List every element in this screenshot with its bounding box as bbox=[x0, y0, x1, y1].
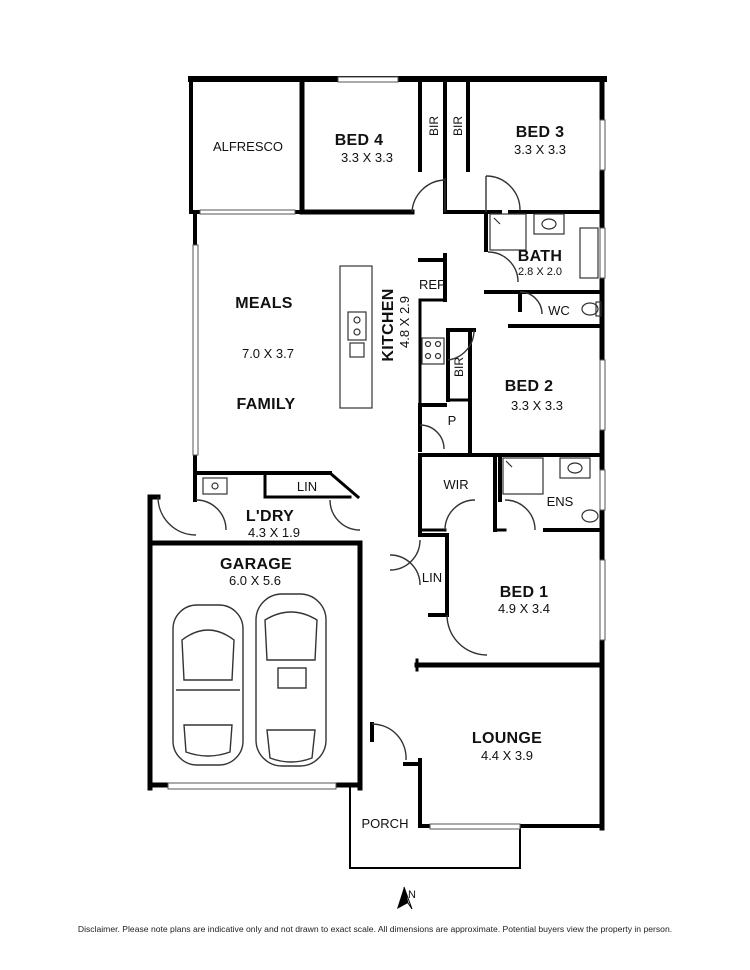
compass-label: N bbox=[408, 889, 416, 901]
room-pantry: P bbox=[448, 413, 457, 428]
cupboard-lin-laundry: LIN bbox=[297, 479, 317, 494]
room-meals-dim: 7.0 X 3.7 bbox=[242, 346, 294, 361]
doors bbox=[157, 175, 543, 761]
room-bed3: BED 3 bbox=[516, 124, 565, 141]
cupboard-bir-bed3: BIR bbox=[451, 116, 465, 136]
room-bed2-dim: 3.3 X 3.3 bbox=[511, 398, 563, 413]
room-wir: WIR bbox=[443, 477, 468, 492]
room-wc: WC bbox=[548, 303, 570, 318]
room-kitchen-dim: 4.8 X 2.9 bbox=[397, 296, 412, 348]
car-left-icon bbox=[172, 604, 244, 766]
room-meals: MEALS bbox=[235, 295, 293, 312]
fixtures bbox=[202, 213, 602, 523]
walls bbox=[147, 76, 607, 869]
room-bed1: BED 1 bbox=[500, 584, 549, 601]
floor-plan: ALFRESCO BED 4 3.3 X 3.3 BED 3 3.3 X 3.3… bbox=[147, 76, 607, 910]
windows bbox=[167, 76, 606, 830]
north-arrow-icon bbox=[397, 886, 413, 910]
disclaimer-text: Disclaimer. Please note plans are indica… bbox=[77, 924, 673, 934]
room-bed4: BED 4 bbox=[335, 132, 384, 149]
room-alfresco: ALFRESCO bbox=[213, 139, 283, 154]
room-labels: ALFRESCO BED 4 3.3 X 3.3 BED 3 3.3 X 3.3… bbox=[213, 116, 574, 901]
room-porch: PORCH bbox=[362, 816, 409, 831]
room-lounge-dim: 4.4 X 3.9 bbox=[481, 748, 533, 763]
cupboard-bir-bed2: BIR bbox=[452, 357, 466, 377]
room-bath-dim: 2.8 X 2.0 bbox=[518, 266, 562, 278]
car-right-icon bbox=[255, 593, 327, 767]
room-family: FAMILY bbox=[237, 396, 296, 413]
room-bath: BATH bbox=[518, 248, 562, 265]
room-bed2: BED 2 bbox=[505, 378, 554, 395]
room-laundry-dim: 4.3 X 1.9 bbox=[248, 525, 300, 540]
room-garage: GARAGE bbox=[220, 556, 292, 573]
room-laundry: L'DRY bbox=[246, 508, 294, 525]
room-bed1-dim: 4.9 X 3.4 bbox=[498, 601, 550, 616]
room-garage-dim: 6.0 X 5.6 bbox=[229, 573, 281, 588]
room-bed4-dim: 3.3 X 3.3 bbox=[341, 150, 393, 165]
room-lounge: LOUNGE bbox=[472, 730, 542, 747]
room-kitchen: KITCHEN bbox=[380, 288, 397, 361]
room-bed3-dim: 3.3 X 3.3 bbox=[514, 142, 566, 157]
cupboard-bir-bed4: BIR bbox=[427, 116, 441, 136]
room-ref: REF bbox=[419, 277, 445, 292]
room-ens: ENS bbox=[547, 494, 574, 509]
cupboard-lin-hall: LIN bbox=[422, 570, 442, 585]
